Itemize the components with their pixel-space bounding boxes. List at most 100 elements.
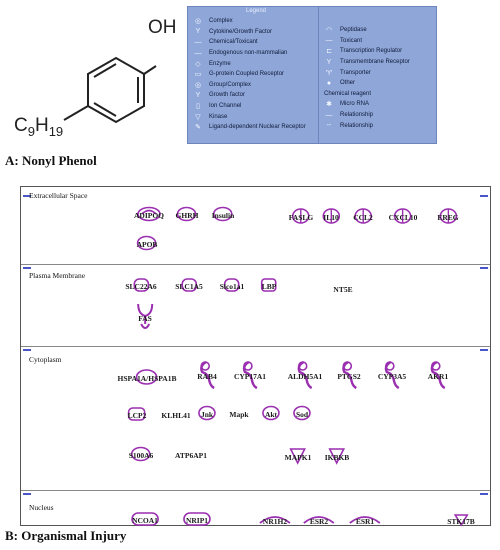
circle-icon: ● bbox=[326, 79, 332, 87]
legend-title: Legend bbox=[245, 8, 267, 14]
compartment-marker bbox=[23, 493, 31, 495]
legend-item: —Chemical/Toxicant bbox=[194, 38, 258, 46]
node-atp6ap1[interactable]: ATP6AP1 bbox=[175, 451, 207, 460]
node-cxcl10[interactable]: CXCL10 bbox=[389, 207, 417, 225]
node-hspa1a-hspa1b[interactable]: HSPA1A/HSPA1B bbox=[118, 368, 176, 386]
compartment-marker bbox=[480, 349, 488, 351]
node-apob[interactable]: APOB bbox=[137, 234, 157, 252]
node-ghrh[interactable]: GHRH bbox=[176, 205, 198, 223]
legend-item: —Toxicant bbox=[325, 37, 363, 45]
compartment-marker bbox=[23, 349, 31, 351]
caption-organismal-injury: B: Organismal Injury bbox=[5, 528, 127, 543]
node-aldh5a1[interactable]: ALDH5A1 bbox=[288, 360, 322, 390]
compartment-divider bbox=[21, 264, 490, 265]
dash-icon: — bbox=[325, 37, 333, 45]
legend-item: —Relationship bbox=[325, 111, 374, 119]
node-slc1a5[interactable]: SLC1A5 bbox=[175, 276, 203, 294]
node-cyp17a1[interactable]: CYP17A1 bbox=[234, 360, 266, 390]
node-il10[interactable]: IL10 bbox=[322, 207, 340, 225]
node-akr1[interactable]: AKR1 bbox=[428, 360, 448, 390]
legend-item: ◠Peptidase bbox=[325, 27, 367, 35]
node-mapk1[interactable]: MAPK1 bbox=[285, 447, 311, 465]
node-mapk[interactable]: Mapk bbox=[229, 410, 249, 419]
gpcr-icon: ▭ bbox=[194, 71, 202, 79]
compartment-divider bbox=[21, 346, 490, 347]
pathway-network-panel: Extracellular Space Plasma Membrane Cyto… bbox=[20, 186, 491, 529]
transcription-icon: ⊏ bbox=[326, 48, 332, 56]
legend-item: ▭G-protein Coupled Receptor bbox=[194, 71, 285, 79]
node-nrip1[interactable]: NRIP1 bbox=[183, 510, 211, 528]
node-adipoq[interactable]: ADIPOQ bbox=[134, 205, 164, 223]
compartment-marker bbox=[23, 267, 31, 269]
dash-icon: — bbox=[194, 38, 202, 46]
legend-item: ♈Transporter bbox=[325, 69, 371, 77]
legend-item: ●Other bbox=[319, 78, 436, 89]
node-rab4[interactable]: RAB4 bbox=[197, 360, 217, 390]
caption-nonyl-phenol: A: Nonyl Phenol bbox=[5, 153, 97, 168]
compartment-plasma-membrane: Plasma Membrane bbox=[29, 271, 86, 280]
legend-item: ⊏Transcription Regulator bbox=[319, 46, 436, 57]
node-s100a6[interactable]: S100A6 bbox=[129, 445, 153, 463]
hydroxyl-label: OH bbox=[148, 17, 177, 38]
node-klhl41[interactable]: KLHL41 bbox=[161, 411, 191, 420]
legend-heading-chemical: Chemical reagent bbox=[324, 90, 372, 97]
legend-item: ▽Kinase bbox=[188, 111, 324, 122]
node-lbp[interactable]: LBP bbox=[261, 276, 277, 294]
legend-item: ✱Micro RNA bbox=[319, 99, 436, 110]
node-fas[interactable]: FAS bbox=[137, 303, 153, 329]
dashed-line-icon: -- bbox=[326, 122, 332, 130]
legend-item: --Relationship bbox=[319, 120, 436, 131]
node-sod[interactable]: Sod bbox=[293, 404, 311, 422]
node-ptgs2[interactable]: PTGS2 bbox=[337, 360, 361, 390]
line-icon: — bbox=[325, 111, 333, 119]
node-ccl2[interactable]: CCL2 bbox=[353, 207, 373, 225]
transporter-icon: ♈ bbox=[325, 69, 333, 77]
compartment-marker bbox=[480, 267, 488, 269]
node-nt5e[interactable]: NT5E bbox=[333, 285, 353, 294]
circle-icon: ◎ bbox=[194, 18, 202, 26]
node-akt[interactable]: Akt bbox=[262, 404, 280, 422]
legend-panel-right: ◠Peptidase —Toxicant ⊏Transcription Regu… bbox=[318, 6, 437, 144]
legend-item: ◇Enzyme bbox=[188, 58, 324, 69]
legend-item: —Endogenous non-mammalian bbox=[194, 49, 288, 57]
receptor-icon: Y bbox=[326, 58, 332, 66]
compartment-marker bbox=[480, 493, 488, 495]
node-ikbkb[interactable]: IKBKB bbox=[325, 447, 349, 465]
nonyl-chain-label: C9H19 bbox=[14, 115, 64, 139]
node-insulin[interactable]: Insulin bbox=[212, 205, 234, 223]
enzyme-icon: ◇ bbox=[195, 60, 201, 68]
compartment-divider bbox=[21, 490, 490, 491]
node-stk17b[interactable]: STK17B bbox=[447, 514, 475, 527]
cytokine-icon: Y bbox=[195, 28, 201, 36]
node-ereg[interactable]: EREG bbox=[437, 207, 459, 225]
node-esr2[interactable]: ESR2 bbox=[303, 511, 335, 529]
legend-item: ◎Group/Complex bbox=[194, 81, 252, 89]
ion-channel-icon: ▯ bbox=[196, 103, 200, 111]
compartment-cytoplasm: Cytoplasm bbox=[29, 355, 62, 364]
peptidase-icon: ◠ bbox=[325, 27, 333, 35]
node-faslg[interactable]: FASLG bbox=[289, 207, 313, 225]
microrna-icon: ✱ bbox=[326, 101, 332, 109]
legend-item: ✎Ligand-dependent Nuclear Receptor bbox=[188, 122, 324, 133]
circle-icon: ◎ bbox=[194, 81, 202, 89]
phenol-ring bbox=[63, 56, 157, 124]
legend-item: ▯Ion Channel bbox=[188, 101, 324, 112]
node-nr1h2[interactable]: NR1H2 bbox=[259, 511, 291, 529]
cytokine-icon: Y bbox=[195, 91, 201, 99]
nuclear-receptor-icon: ✎ bbox=[195, 124, 201, 132]
compartment-extracellular-space: Extracellular Space bbox=[29, 191, 88, 200]
node-esr1[interactable]: ESR1 bbox=[349, 511, 381, 529]
node-jnk[interactable]: Jnk bbox=[198, 404, 216, 422]
compartment-nucleus: Nucleus bbox=[29, 503, 54, 512]
node-ncoa1[interactable]: NCOA1 bbox=[131, 510, 159, 528]
dash-icon: — bbox=[194, 49, 202, 57]
node-slc22a6[interactable]: SLC22A6 bbox=[125, 276, 157, 294]
node-cyp3a5[interactable]: CYP3A5 bbox=[378, 360, 406, 390]
node-lcp2[interactable]: LCP2 bbox=[128, 405, 146, 423]
compartment-marker bbox=[23, 195, 31, 197]
node-slco1a1[interactable]: Slco1a1 bbox=[220, 276, 244, 294]
